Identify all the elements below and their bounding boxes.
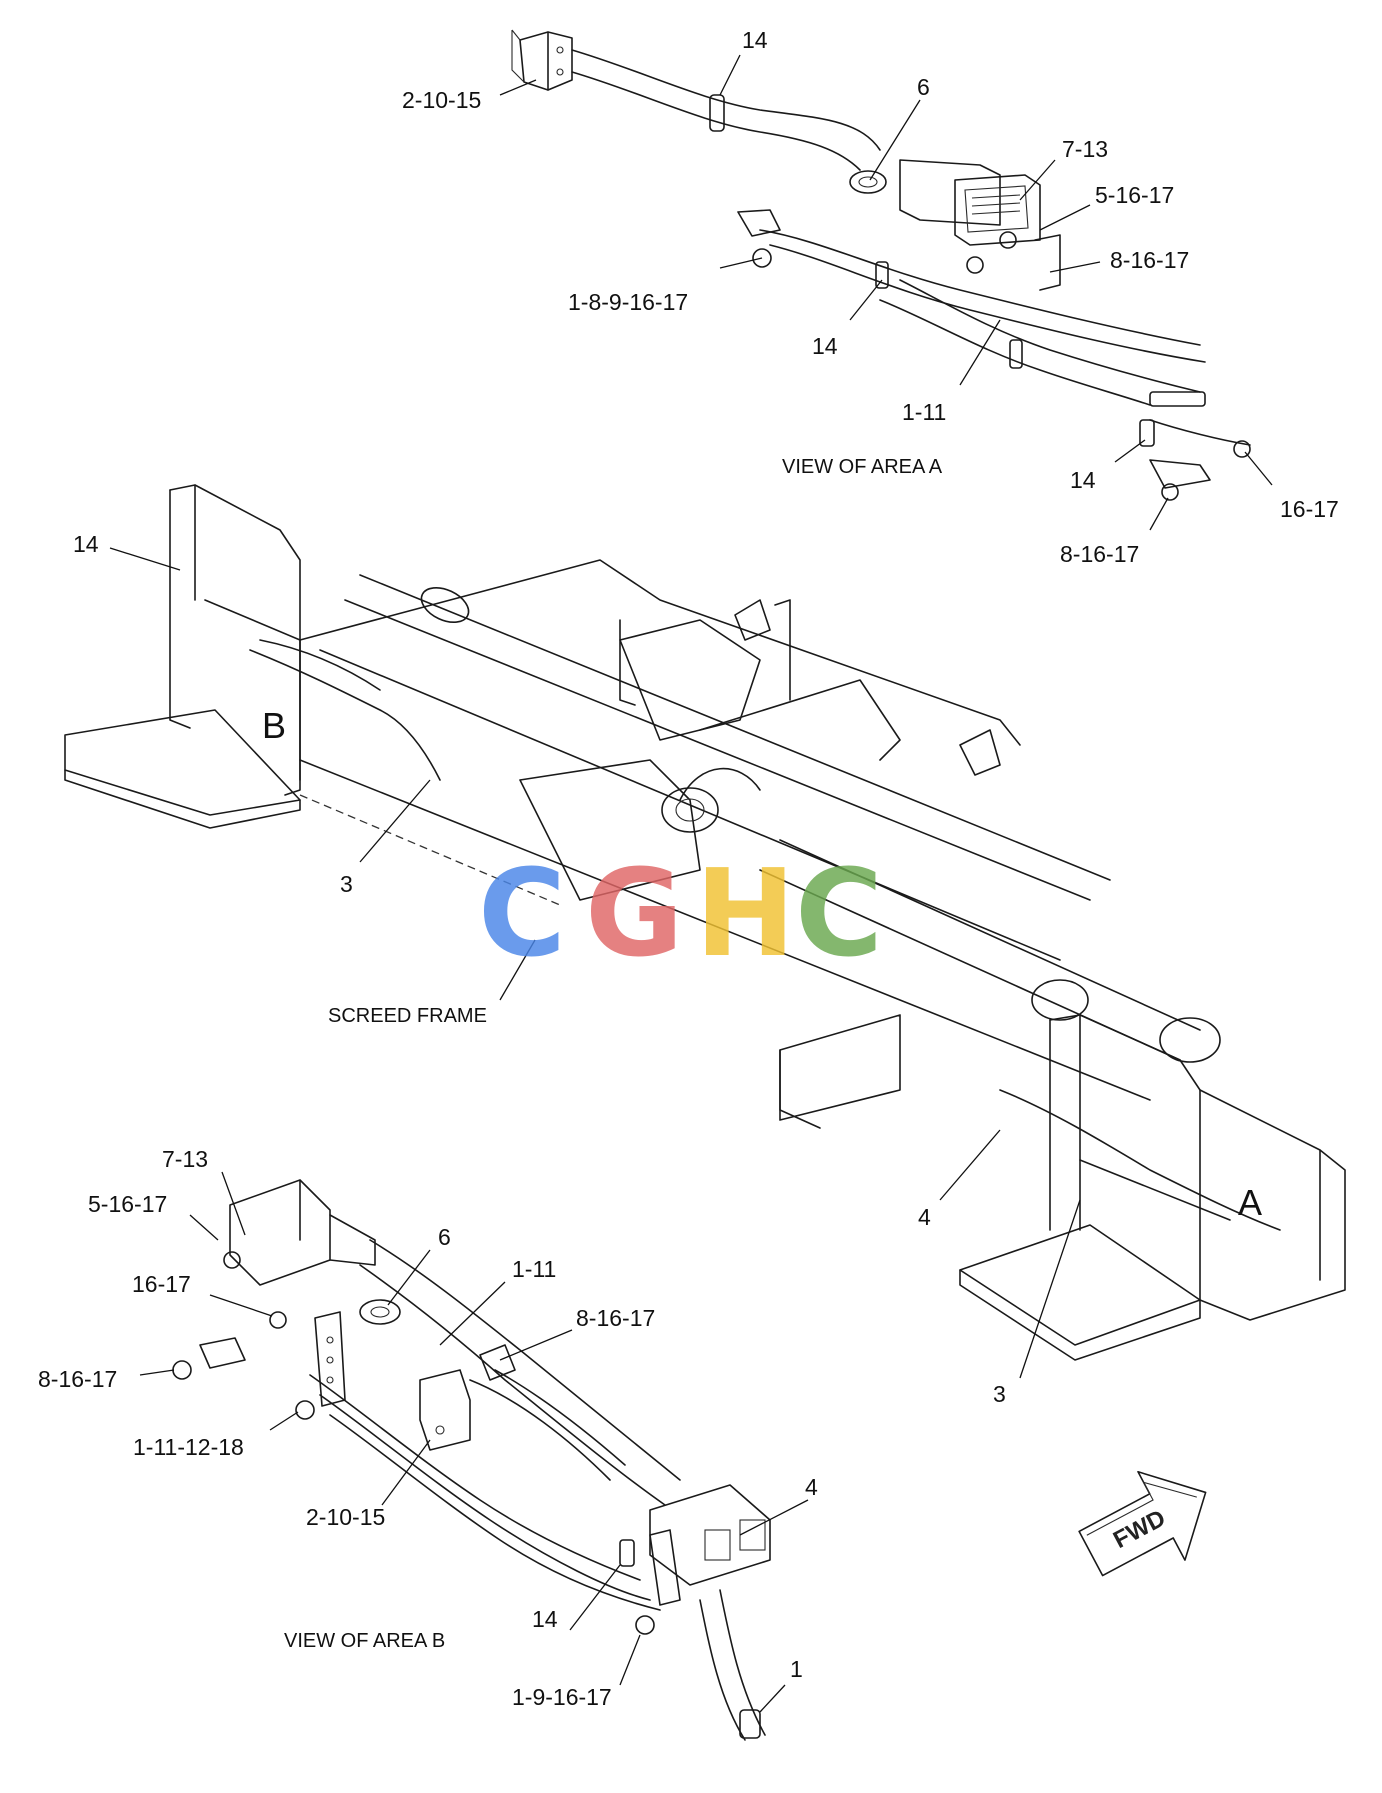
callout-view-b-8-16-17-right: 8-16-17 [576,1305,655,1331]
callout-view-a-2-10-15: 2-10-15 [402,87,481,113]
callout-view-a-8-16-17-right: 8-16-17 [1110,247,1189,273]
area-marker-b: B [262,705,286,746]
area-marker-a: A [1238,1182,1262,1223]
callout-view-a-1-11: 1-11 [902,399,946,425]
callout-view-b-14: 14 [532,1606,558,1632]
callout-view-a-14-top: 14 [742,27,768,53]
callout-view-a-14-mid: 14 [812,333,838,359]
callout-view-a-1-8-9-16-17: 1-8-9-16-17 [568,289,688,315]
callout-view-b-7-13: 7-13 [162,1146,208,1172]
callout-view-a-5-16-17: 5-16-17 [1095,182,1174,208]
callout-view-a-14-bottom: 14 [1070,467,1096,493]
callout-view-b-16-17: 16-17 [132,1271,191,1297]
callout-view-a-7-13: 7-13 [1062,136,1108,162]
watermark-letter-g: G [585,845,684,984]
callout-main-14: 14 [73,531,99,557]
callout-main-3-left: 3 [340,871,353,897]
callout-view-b-1-11: 1-11 [512,1256,556,1282]
callout-main-3-right: 3 [993,1381,1006,1407]
view-b-drawing [172,1179,771,1741]
view-a-drawing [511,29,1251,501]
view-a-caption: VIEW OF AREA A [782,456,943,478]
watermark-letter-c: C [478,845,566,984]
screed-frame-labels: 14 B 3 SCREED FRAME 4 A 3 [73,531,1262,1407]
callout-view-b-1-9-16-17: 1-9-16-17 [512,1684,612,1710]
callout-view-a-8-16-17-bottom: 8-16-17 [1060,541,1139,567]
screed-frame-label: SCREED FRAME [328,1005,487,1027]
callout-view-a-6: 6 [917,74,930,100]
fwd-label: FWD [1109,1505,1170,1554]
callout-view-b-8-16-17-left: 8-16-17 [38,1366,117,1392]
callout-view-b-6: 6 [438,1224,451,1250]
fwd-arrow-icon: FWD [1078,1470,1207,1577]
screed-frame-leaders [109,547,1081,1379]
view-b-labels: 7-13 5-16-17 6 1-11 16-17 8-16-17 8-16-1… [38,1146,818,1710]
view-b-leaders [139,1171,809,1713]
watermark-letter-h: H [695,845,795,984]
watermark-letter-c2: C [795,845,883,984]
callout-view-b-1-11-12-18: 1-11-12-18 [133,1434,244,1460]
view-b-caption: VIEW OF AREA B [284,1630,445,1652]
callout-view-b-4: 4 [805,1474,818,1500]
callout-view-b-2-10-15: 2-10-15 [306,1504,385,1530]
cghc-watermark-logo: C G H C [478,845,883,984]
callout-main-4: 4 [918,1204,931,1230]
view-a-labels: 14 2-10-15 6 7-13 5-16-17 8-16-17 1-8-9-… [402,27,1339,567]
view-a-leaders [499,54,1273,531]
callout-view-a-16-17: 16-17 [1280,496,1339,522]
screed-frame-drawing [64,484,1346,1361]
callout-view-b-5-16-17: 5-16-17 [88,1191,167,1217]
callout-view-b-1: 1 [790,1656,803,1682]
